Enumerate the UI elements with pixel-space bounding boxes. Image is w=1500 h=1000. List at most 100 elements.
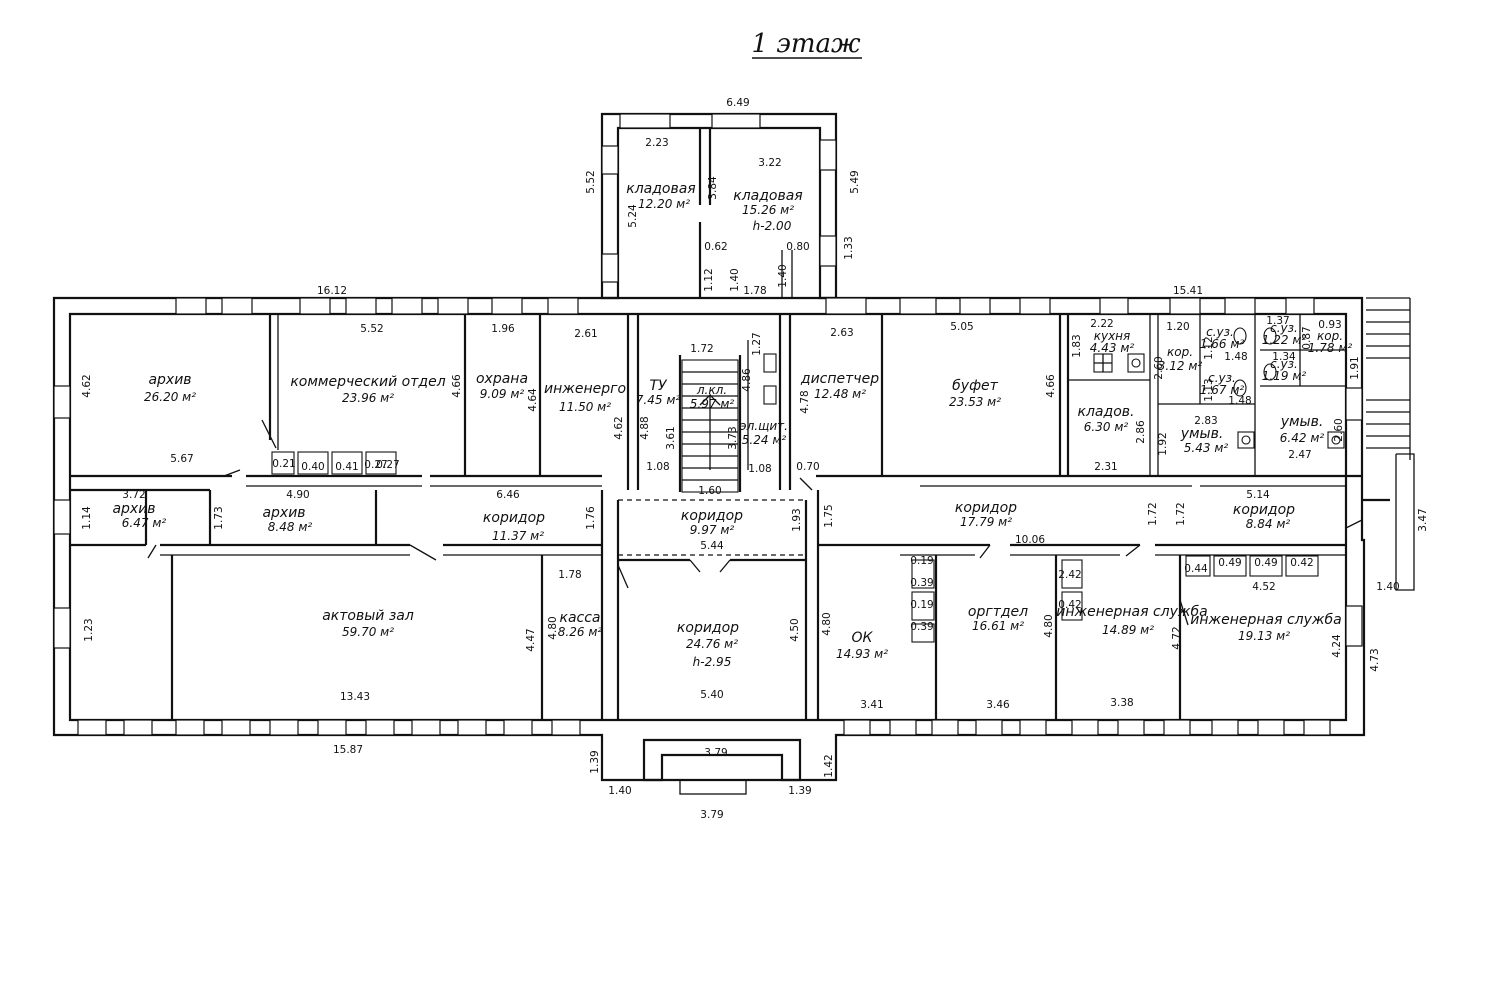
door-swings bbox=[147, 419, 1363, 626]
dimension-label: 1.75 bbox=[823, 504, 835, 527]
room-name: кор. bbox=[1317, 329, 1343, 343]
toilet-icon bbox=[1263, 327, 1277, 345]
room-name: с.уз. bbox=[1270, 357, 1298, 371]
room-area: 59.70 м² bbox=[342, 625, 394, 639]
room-name: с.уз. bbox=[1206, 325, 1234, 339]
walls bbox=[52, 112, 1415, 795]
room-name: касса bbox=[559, 610, 600, 626]
cabinet-row bbox=[1185, 555, 1319, 577]
room-name: коридор bbox=[1233, 502, 1295, 518]
room-area: 11.37 м² bbox=[492, 529, 544, 543]
dimension-label: 1.40 bbox=[729, 268, 741, 291]
room-name: охрана bbox=[476, 371, 528, 387]
room-name: коридор bbox=[681, 508, 743, 524]
room-area: 14.93 м² bbox=[836, 647, 888, 661]
dimension-label: 10.06 bbox=[1015, 534, 1045, 546]
dimension-label: 3.41 bbox=[860, 699, 883, 711]
room-area: 8.26 м² bbox=[558, 625, 603, 639]
dimension-label: 1.20 bbox=[1166, 321, 1189, 333]
dimension-label: 5.14 bbox=[1246, 489, 1270, 501]
room-height: h-2.95 bbox=[693, 655, 732, 669]
dimension-label: 1.23 bbox=[83, 618, 95, 641]
toilet-icon bbox=[1233, 379, 1247, 397]
room-name: умыв. bbox=[1280, 414, 1324, 430]
room-area: 1.19 м² bbox=[1262, 369, 1307, 383]
dimension-label: 4.64 bbox=[527, 388, 539, 412]
dimension-label: 3.38 bbox=[1110, 697, 1133, 709]
room-labels: архив 26.20 м² коммерческий отдел 23.96 … bbox=[112, 181, 1352, 669]
room-name: архив bbox=[148, 372, 191, 388]
dimension-label: 1.40 bbox=[777, 264, 789, 287]
room-name: архив bbox=[262, 505, 305, 521]
dimension-label: 1.39 bbox=[788, 785, 811, 797]
dimension-label: 5.49 bbox=[849, 170, 861, 193]
room-name: с.уз. bbox=[1208, 371, 1236, 385]
room-name: инженерго bbox=[544, 381, 626, 397]
dimension-label: 0.39 bbox=[910, 621, 933, 633]
room-name: умыв. bbox=[1180, 426, 1224, 442]
dimension-label: 1.08 bbox=[748, 463, 771, 475]
dimension-label: 5.52 bbox=[360, 323, 383, 335]
dimension-label: 0.19 bbox=[910, 555, 933, 567]
dimension-label: 1.27 bbox=[751, 332, 763, 355]
room-area: 12.20 м² bbox=[638, 197, 690, 211]
room-area: 8.48 м² bbox=[268, 520, 313, 534]
dimension-label: 1.78 bbox=[558, 569, 581, 581]
dimension-label: 5.44 bbox=[700, 540, 724, 552]
dimension-label: 1.92 bbox=[1157, 432, 1169, 455]
room-area: 1.78 м² bbox=[1308, 341, 1353, 355]
dimension-label: 4.47 bbox=[525, 628, 537, 651]
room-name: эл.щит. bbox=[740, 419, 788, 433]
dimension-label: 3.61 bbox=[665, 426, 677, 449]
dimension-label: 1.83 bbox=[1071, 334, 1083, 357]
windows bbox=[53, 113, 1363, 736]
dimension-label: 0.42 bbox=[1058, 599, 1081, 611]
dimension-label: 0.80 bbox=[786, 241, 809, 253]
room-name: кладовая bbox=[733, 188, 802, 204]
room-area: 12.48 м² bbox=[814, 387, 866, 401]
dimension-label: 1.72 bbox=[1147, 502, 1159, 525]
dimension-label: 5.67 bbox=[170, 453, 193, 465]
room-area: 23.53 м² bbox=[949, 395, 1001, 409]
dimension-label: 2.31 bbox=[1094, 461, 1117, 473]
room-area: 1.66 м² bbox=[1200, 337, 1245, 351]
room-area: 26.20 м² bbox=[144, 390, 196, 404]
toilet-icon bbox=[1233, 327, 1247, 345]
cabinet-row bbox=[271, 451, 397, 475]
dimension-label: 0.40 bbox=[301, 461, 324, 473]
dimension-label: 4.80 bbox=[821, 612, 833, 635]
dimension-label: 1.39 bbox=[589, 750, 601, 773]
dimension-label: 3.79 bbox=[704, 747, 727, 759]
room-name: актовый зал bbox=[322, 608, 414, 624]
dimension-label: 4.62 bbox=[81, 374, 93, 397]
dimension-label: 0.19 bbox=[910, 599, 933, 611]
room-area: 1.22 м² bbox=[1262, 333, 1307, 347]
dimension-label: 1.48 bbox=[1224, 351, 1247, 363]
cabinet-column bbox=[911, 559, 935, 643]
room-name: коридор bbox=[677, 620, 739, 636]
room-name: л.кл. bbox=[696, 383, 727, 397]
dimension-label: 4.88 bbox=[639, 416, 651, 439]
dimension-label: 4.50 bbox=[789, 618, 801, 641]
electrical-panel-icon bbox=[763, 385, 777, 405]
room-area: 6.47 м² bbox=[122, 516, 167, 530]
dimension-label: 4.86 bbox=[741, 368, 753, 392]
dimension-label: 1.72 bbox=[1175, 502, 1187, 525]
dimension-label: 5.24 bbox=[627, 204, 639, 228]
dimension-label: 2.23 bbox=[645, 137, 668, 149]
dimension-label: 3.84 bbox=[707, 176, 719, 200]
dimension-label: 4.52 bbox=[1252, 581, 1275, 593]
dimension-label: 2.60 bbox=[1333, 418, 1345, 441]
dimension-label: 4.24 bbox=[1331, 634, 1343, 658]
dimension-label: 4.66 bbox=[1045, 374, 1057, 398]
dimension-label: 2.42 bbox=[1058, 569, 1081, 581]
fixtures bbox=[147, 297, 1411, 643]
dimension-label: 3.72 bbox=[122, 489, 145, 501]
room-area: 5.43 м² bbox=[1184, 441, 1229, 455]
dimension-label: 4.80 bbox=[547, 616, 559, 639]
dimension-label: 1.72 bbox=[690, 343, 713, 355]
dimension-label: 0.44 bbox=[1184, 563, 1208, 575]
dimension-label: 2.60 bbox=[1153, 356, 1165, 379]
dimension-label: 3.46 bbox=[986, 699, 1010, 711]
dimension-label: 1.42 bbox=[823, 754, 835, 777]
